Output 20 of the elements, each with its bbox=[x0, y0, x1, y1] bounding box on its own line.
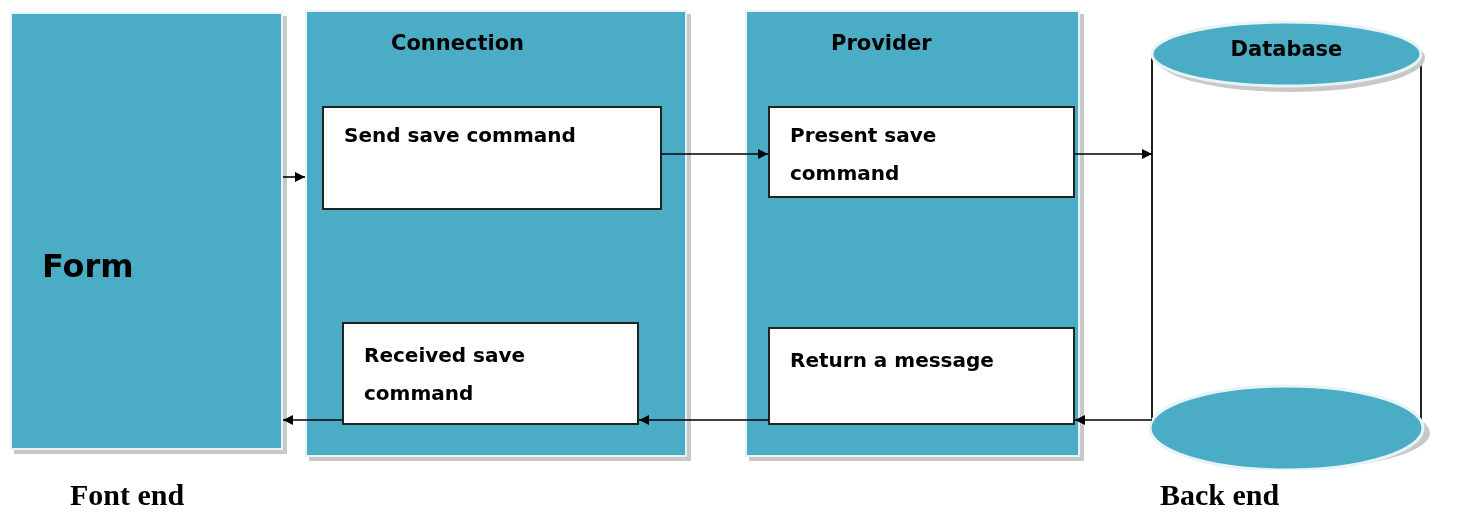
panel-title: Connection bbox=[391, 30, 525, 57]
process-box bbox=[768, 106, 1075, 198]
form-label: Form bbox=[42, 246, 134, 287]
step-text: Received save command bbox=[364, 342, 527, 407]
process-box bbox=[342, 322, 639, 425]
arrow bbox=[661, 149, 769, 159]
section-label: Font end bbox=[70, 478, 185, 512]
panel-title: Provider bbox=[831, 30, 932, 57]
step-text: Present save command bbox=[790, 122, 938, 187]
step-text: Send save command bbox=[344, 122, 576, 149]
step-text: Return a message bbox=[790, 347, 994, 374]
arrow bbox=[638, 415, 769, 425]
arrow bbox=[1074, 415, 1153, 425]
arrow bbox=[1074, 149, 1153, 159]
panel-title: Database bbox=[1229, 36, 1344, 63]
arrow bbox=[282, 415, 343, 425]
arrow bbox=[282, 172, 306, 182]
section-label: Back end bbox=[1160, 478, 1280, 512]
process-box bbox=[322, 106, 662, 210]
process-box bbox=[768, 327, 1075, 425]
